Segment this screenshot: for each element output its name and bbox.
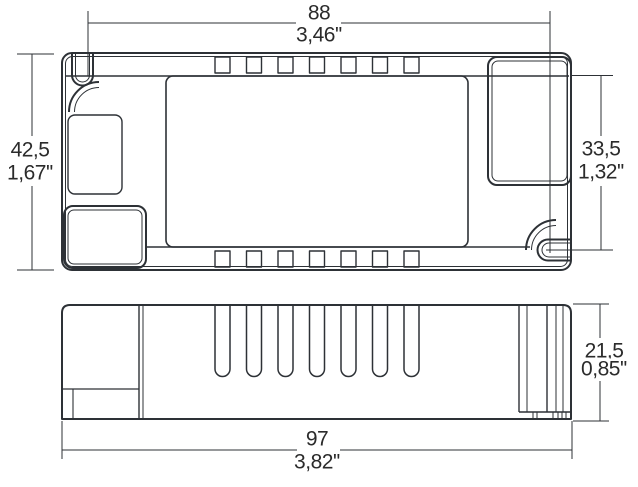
dim-body-height-inch: 1,67''	[5, 161, 55, 185]
dim-profile-height-lines	[573, 303, 609, 422]
dim-mounting-height-lines	[546, 75, 613, 251]
dim-mounting-height-inch: 1,32''	[576, 160, 626, 184]
dim-mounting-width-lines	[87, 11, 551, 253]
dim-body-height-mm: 42,5	[8, 138, 52, 162]
side-vent-slots	[214, 306, 420, 378]
left-terminal-cover-inner	[67, 209, 143, 265]
dim-body-width-inch: 3,82''	[292, 450, 342, 474]
right-terminal-cover-outer	[487, 56, 572, 186]
dim-mounting-height-mm: 33,5	[579, 137, 623, 161]
dim-body-width-lines	[61, 421, 573, 459]
center-cover-area	[165, 75, 469, 248]
right-terminal-cover-inner	[491, 60, 568, 182]
dim-body-height-lines	[17, 53, 54, 271]
mounting-slot-top-left	[68, 53, 100, 113]
dim-mounting-width-mm: 88	[305, 1, 333, 25]
dim-mounting-width-inch: 3,46''	[294, 23, 344, 47]
dimension-lines	[17, 11, 613, 459]
dim-profile-height-mm: 21,5	[582, 339, 626, 363]
left-terminal-cover-outer	[63, 205, 147, 269]
top-view	[61, 52, 572, 271]
top-view-outer-outline	[61, 52, 572, 271]
mounting-slot-bottom-right	[525, 219, 572, 262]
top-vent-squares	[214, 56, 420, 74]
left-recess	[67, 114, 123, 195]
side-terminal-block	[518, 306, 571, 419]
bottom-vent-squares	[214, 250, 420, 268]
dim-profile-height-inch: 0,85''	[579, 357, 629, 381]
dim-body-width-mm: 97	[303, 427, 331, 451]
side-view-outline	[61, 304, 572, 420]
side-view	[61, 304, 572, 420]
